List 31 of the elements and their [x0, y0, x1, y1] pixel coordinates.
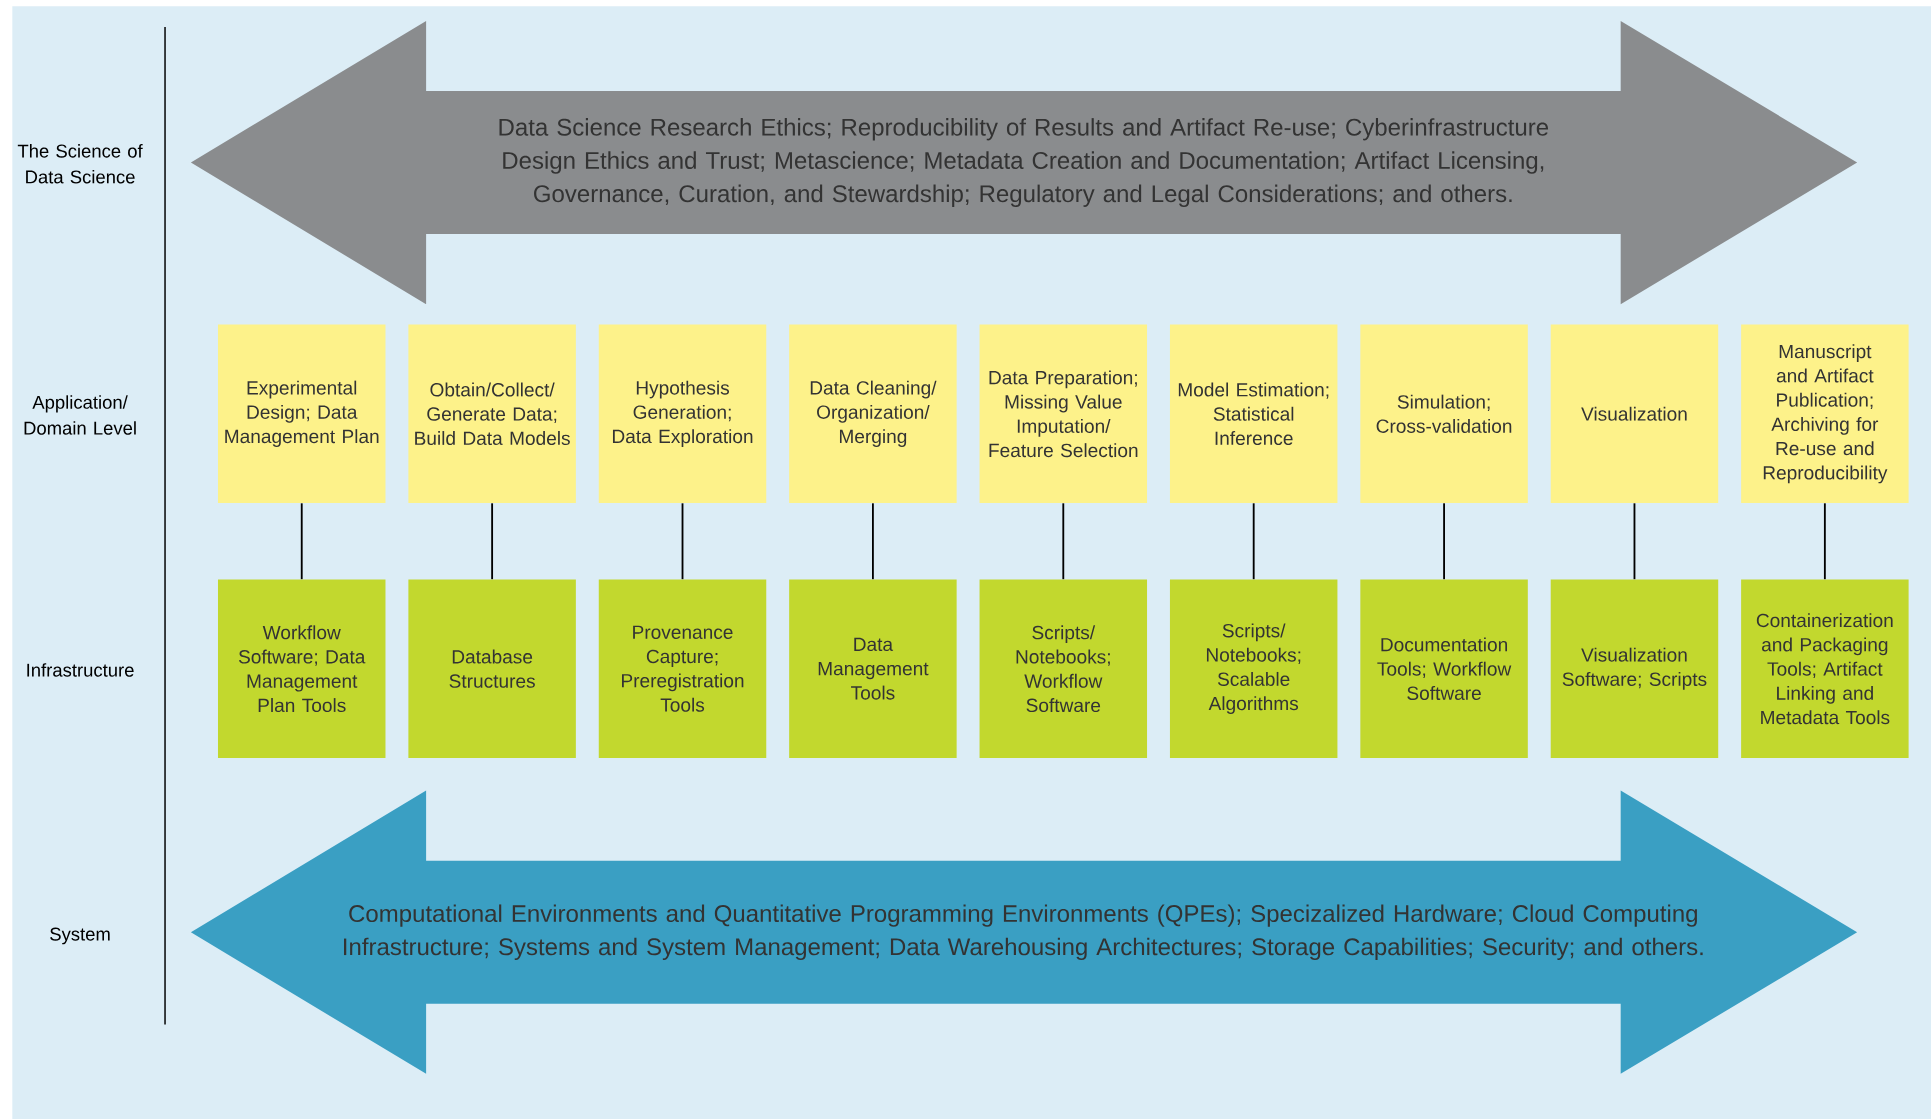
tool-box: Documentation Tools; Workflow Software [1360, 579, 1528, 758]
connector-line [491, 502, 494, 580]
tool-box: Scripts/ Notebooks; Scalable Algorithms [1169, 579, 1338, 758]
tool-box: Visualization Software; Scripts [1550, 579, 1719, 758]
step-box: Model Estimation; Statistical Inference [1169, 324, 1338, 503]
row-label: Application/ Domain Level [24, 395, 136, 435]
step-box: Manuscript and Artifact Publication; Archiving for Re-use and Reproducibility [1741, 324, 1909, 503]
step-box: Experimental Design; Data Management Plan [218, 324, 386, 503]
row-label: The Science of Data Science [17, 143, 143, 184]
tool-box: Workflow Software; Data Management Plan Tools [218, 579, 386, 758]
tool-box: Containerization and Packaging Tools; Artifact Linking and Metadata Tools [1741, 579, 1909, 758]
step-box: Data Preparation; Missing Value Imputation/ Feature Selection [979, 324, 1148, 503]
connector-line [1823, 502, 1826, 580]
connector-line [1062, 502, 1065, 580]
connector-line [300, 502, 303, 580]
step-box: Hypothesis Generation; Data Exploration [598, 324, 767, 503]
tool-box: Provenance Capture; Preregistration Tools [598, 579, 767, 758]
step-box: Visualization [1550, 324, 1719, 503]
connector-line [1443, 502, 1445, 580]
connector-line [1633, 502, 1636, 580]
connector-line [681, 502, 684, 580]
connector-line [1252, 502, 1255, 580]
row-label: Infrastructure [27, 662, 134, 677]
step-box: Data Cleaning/ Organization/ Merging [789, 324, 957, 503]
row-label: System [50, 927, 110, 945]
step-box: Simulation; Cross-validation [1360, 324, 1528, 503]
tool-box: Data Management Tools [789, 579, 957, 758]
step-box: Obtain/Collect/ Generate Data; Build Data Models [408, 324, 576, 503]
tool-box: Scripts/ Notebooks; Workflow Software [979, 579, 1148, 758]
tool-box: Database Structures [408, 579, 576, 758]
connector-line [871, 502, 874, 580]
